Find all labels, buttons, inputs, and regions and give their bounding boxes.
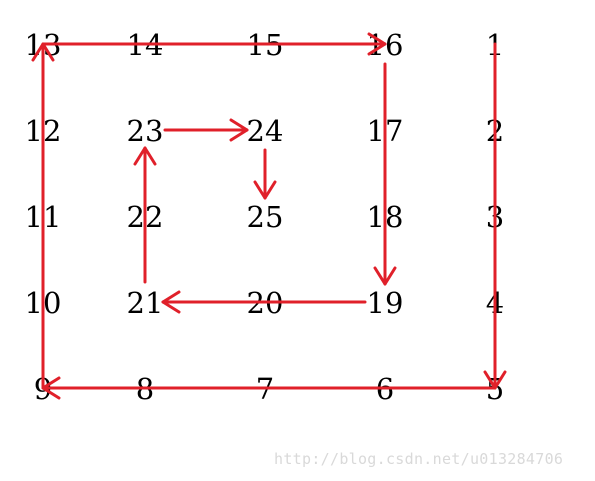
number-cell: 24 (247, 114, 284, 148)
number-cell: 25 (247, 200, 284, 234)
number-cell: 19 (367, 286, 404, 320)
arrow-head (229, 118, 249, 142)
watermark-text: http://blog.csdn.net/u013284706 (274, 450, 564, 468)
arrow-head (373, 266, 397, 286)
arrow-head (133, 146, 157, 166)
arrow-head (367, 32, 387, 56)
number-cell: 21 (127, 286, 164, 320)
arrow-head (161, 290, 181, 314)
spiral-arrows (31, 32, 507, 400)
number-cell: 23 (127, 114, 164, 148)
arrow-head (253, 180, 277, 200)
